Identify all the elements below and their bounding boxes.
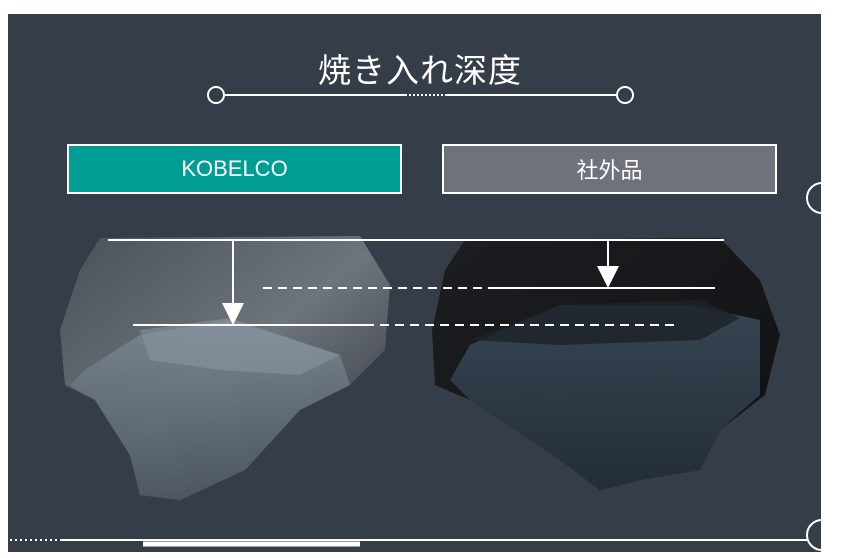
aftermarket-tooth-cross-section xyxy=(432,238,780,490)
frame-decoration xyxy=(10,14,838,558)
title-decoration xyxy=(207,86,634,104)
aftermarket-label: 社外品 xyxy=(442,144,777,194)
kobelco-tooth-cross-section xyxy=(60,236,390,500)
kobelco-label: KOBELCO xyxy=(67,144,402,194)
other-depth-arrow xyxy=(597,266,619,288)
kobelco-depth-arrow xyxy=(222,303,244,325)
page-title: 焼き入れ深度 xyxy=(318,51,522,90)
hardening-depth-lines xyxy=(108,239,724,326)
